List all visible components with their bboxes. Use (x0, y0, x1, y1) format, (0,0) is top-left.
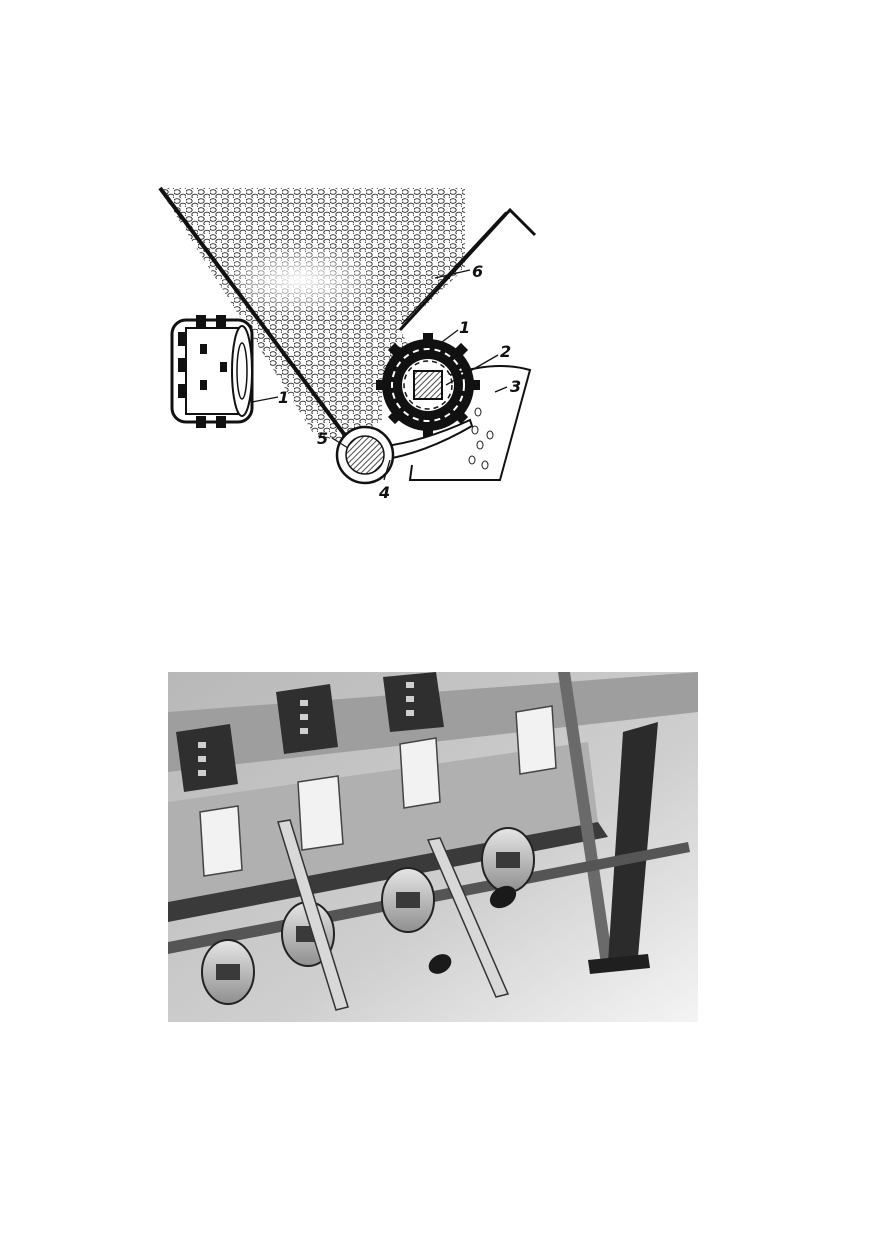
slotted-plates (176, 672, 444, 792)
callout-5: 5 (317, 429, 328, 448)
hopper-right-wall (398, 207, 537, 332)
highlight (215, 242, 385, 318)
seed-meter-drawing: 6 1 2 3 1 5 4 (158, 186, 537, 502)
support-foot (588, 954, 650, 974)
lever-handles (428, 885, 517, 974)
seed-meter-diagram: 6 1 2 3 1 5 4 (150, 180, 550, 510)
callout-2: 2 (500, 342, 511, 361)
callout-1-side: 1 (278, 388, 289, 407)
callout-3: 3 (510, 377, 521, 396)
falling-seeds (468, 407, 494, 470)
callout-6: 6 (472, 262, 483, 281)
leader-lines (251, 269, 508, 481)
fluted-roller (376, 333, 480, 437)
frame-post (558, 672, 613, 964)
seed-drill-render (168, 672, 698, 1022)
support-leg (608, 722, 658, 962)
seed-drill-drawing (168, 672, 698, 1022)
roller-shaft (413, 370, 443, 400)
callout-4: 4 (378, 483, 390, 502)
metering-housings (199, 705, 557, 877)
hopper-left-wall (158, 186, 352, 444)
lower-rollers (201, 827, 535, 1005)
seed-box-face (168, 742, 598, 902)
adjustment-levers (277, 819, 510, 1011)
callout-1-roller: 1 (459, 318, 470, 337)
roller-side-view (170, 315, 254, 428)
seed-outlet-housing (408, 365, 532, 481)
